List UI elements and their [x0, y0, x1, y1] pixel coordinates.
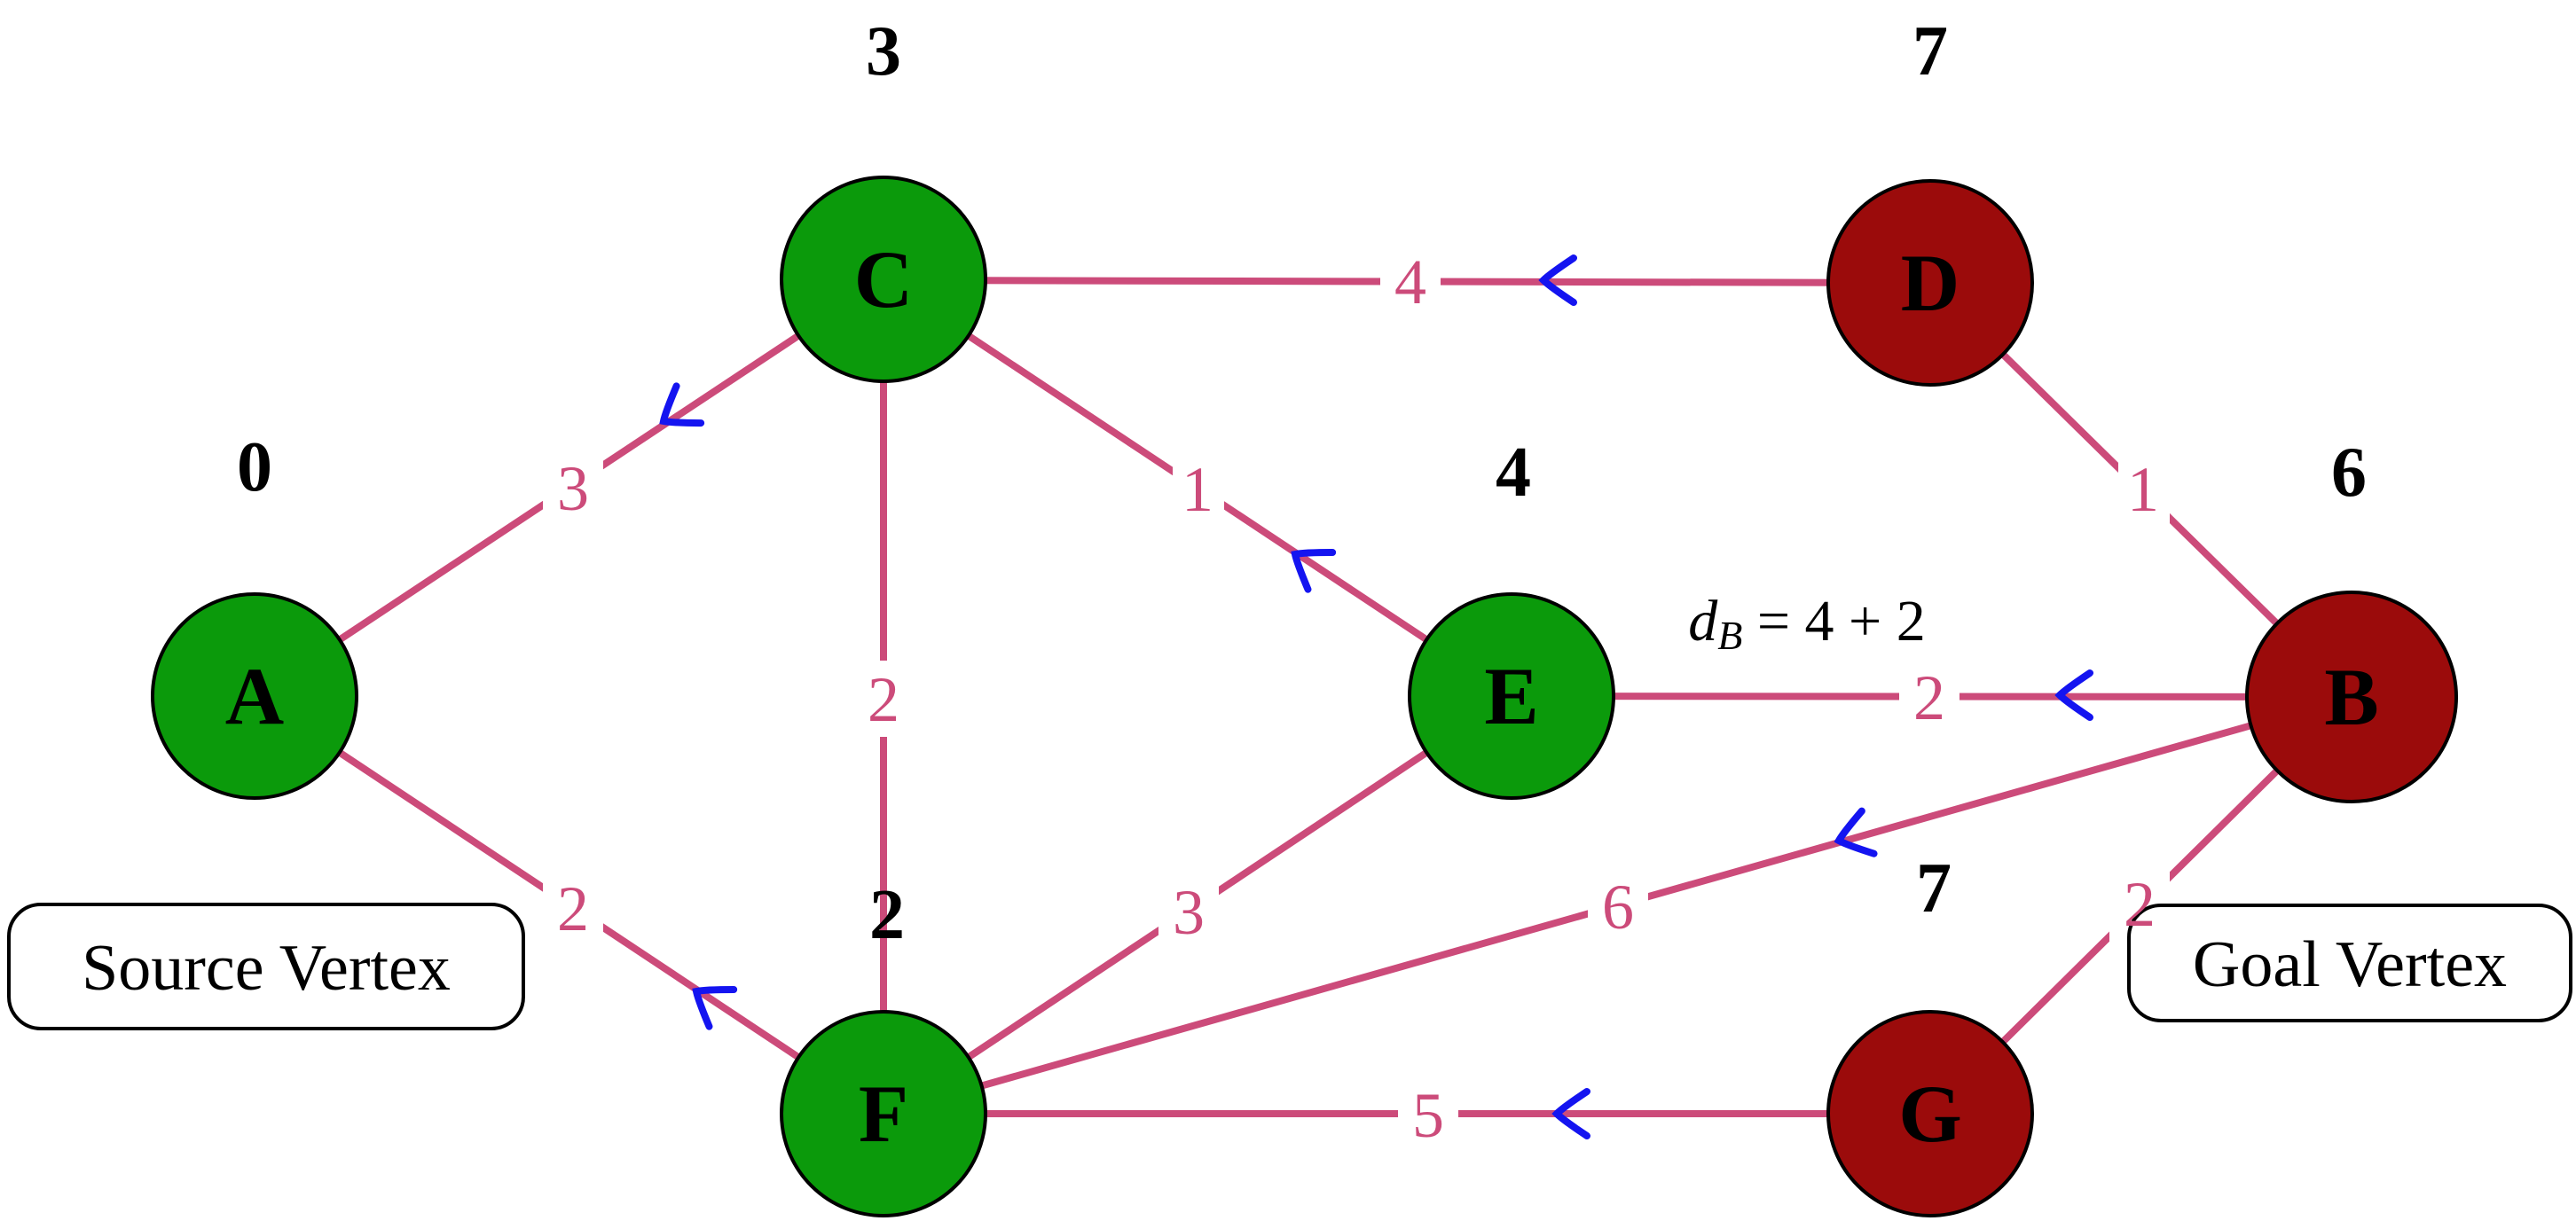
- equation-subscript: B: [1717, 613, 1742, 658]
- halo-D-B: [2118, 450, 2170, 527]
- arrow-F-B: [1834, 807, 1878, 857]
- node-B: [2245, 591, 2458, 803]
- distance-labels: 0 3 7 4 6 2 7: [237, 12, 2367, 954]
- legend-boxes: Source Vertex Goal Vertex: [7, 903, 2572, 1030]
- goal-vertex-label: Goal Vertex: [2193, 928, 2507, 1001]
- equation-variable: d: [1688, 589, 1718, 654]
- halo-E-F: [1158, 873, 1219, 950]
- node-C: [780, 176, 987, 383]
- arrow-A-C: [659, 382, 705, 427]
- node-letters: A C D E B F G: [225, 234, 2379, 1159]
- distance-D: 7: [1912, 12, 1948, 90]
- equation-expression: = 4 + 2: [1742, 589, 1925, 654]
- distance-E: 4: [1496, 434, 1531, 512]
- direction-arrows: [659, 254, 2093, 1139]
- weight-C-F: 2: [868, 664, 899, 735]
- weight-C-E: 1: [1182, 454, 1213, 525]
- arrow-C-E: [1291, 548, 1337, 593]
- halo-A-F: [543, 870, 603, 946]
- halo-C-E: [1173, 450, 1224, 527]
- goal-vertex-box: [2127, 904, 2572, 1022]
- distance-F: 2: [869, 876, 905, 954]
- distance-A: 0: [237, 428, 272, 506]
- halo-F-G: [1398, 1076, 1458, 1153]
- nodes: [151, 176, 2458, 1217]
- node-A: [151, 592, 358, 800]
- weight-G-B: 2: [2124, 869, 2156, 940]
- halo-A-C: [543, 450, 603, 526]
- weight-A-C: 3: [557, 453, 589, 524]
- halo-F-B: [1588, 868, 1648, 944]
- distance-G: 7: [1916, 849, 1952, 927]
- node-G: [1826, 1010, 2034, 1217]
- source-vertex-box: [7, 903, 525, 1030]
- node-D-letter: D: [1901, 238, 1959, 328]
- edge-weight-halos: [543, 243, 2170, 1153]
- node-F: [780, 1010, 987, 1217]
- distance-C: 3: [866, 12, 901, 90]
- weight-A-F: 2: [557, 873, 589, 944]
- arrow-E-B: [2054, 669, 2093, 721]
- node-F-letter: F: [859, 1068, 908, 1159]
- node-D: [1826, 179, 2034, 387]
- arrow-F-G: [1551, 1088, 1590, 1139]
- node-E-letter: E: [1484, 651, 1538, 741]
- weight-F-B: 6: [1602, 872, 1634, 943]
- weight-E-F: 3: [1173, 877, 1205, 948]
- edge-weights: 3 2 2 1 4 1 2 3 6 5 2: [557, 247, 2159, 1151]
- node-A-letter: A: [225, 651, 284, 741]
- halo-E-B: [1899, 659, 1959, 735]
- node-C-letter: C: [854, 234, 913, 325]
- node-G-letter: G: [1898, 1068, 1962, 1159]
- node-B-letter: B: [2324, 652, 2378, 742]
- weight-F-G: 5: [1412, 1080, 1444, 1151]
- arrow-A-F: [692, 985, 738, 1030]
- weight-D-B: 1: [2127, 454, 2159, 525]
- arrow-C-D: [1538, 254, 1577, 306]
- halo-C-F: [853, 661, 914, 737]
- node-E: [1408, 592, 1615, 800]
- distance-equation: dB = 4 + 2: [1688, 589, 1926, 658]
- weight-E-B: 2: [1913, 662, 1945, 733]
- edge-lines: [252, 276, 2354, 1117]
- distance-B: 6: [2331, 434, 2367, 512]
- weight-C-D: 4: [1394, 247, 1426, 317]
- source-vertex-label: Source Vertex: [82, 932, 451, 1005]
- halo-C-D: [1380, 243, 1441, 319]
